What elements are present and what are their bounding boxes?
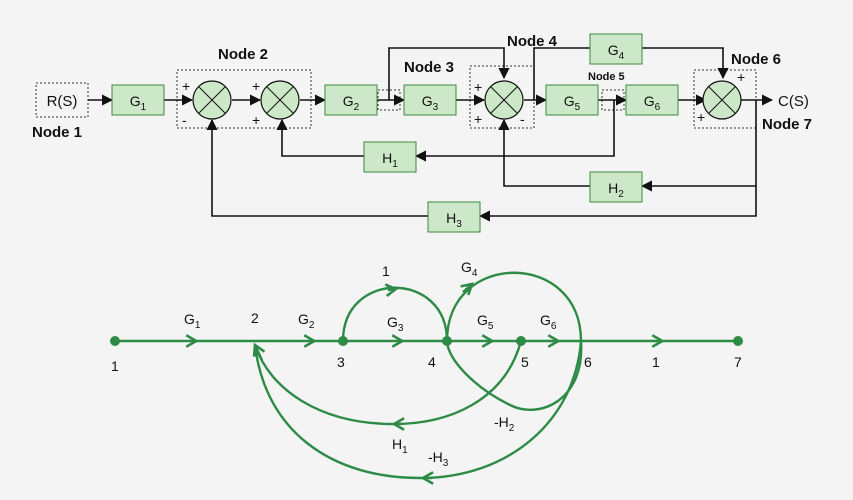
sfg-label-g3: G3 xyxy=(387,314,404,334)
sign-sj1-plus: + xyxy=(182,78,190,94)
svg-text:G4: G4 xyxy=(608,42,625,62)
block-g5: G5 xyxy=(545,84,599,116)
sfg-branch-h1 xyxy=(253,340,523,426)
block-diagram: R(S) xyxy=(32,33,812,233)
sfg-label-g4: G4 xyxy=(461,259,478,279)
block-g4: G4 xyxy=(589,33,643,65)
node-3-label: Node 3 xyxy=(404,59,454,76)
sfg-node-7 xyxy=(733,336,743,346)
sfg-node-4-label: 4 xyxy=(428,354,436,370)
block-h1: H1 xyxy=(363,141,417,173)
summing-junction-1 xyxy=(192,80,232,120)
sfg-label-unity-34: 1 xyxy=(382,263,390,279)
block-g6: G6 xyxy=(625,84,679,116)
sfg-branch-minus-h2 xyxy=(445,340,583,411)
block-h3: H3 xyxy=(427,201,481,233)
sign-sj3-minus: - xyxy=(520,111,525,127)
sfg-node-5 xyxy=(516,336,526,346)
node-5-label: Node 5 xyxy=(588,71,625,83)
sfg-label-g1: G1 xyxy=(184,311,201,331)
block-g3: G3 xyxy=(403,84,457,116)
sfg-node-4 xyxy=(442,336,452,346)
block-h2: H2 xyxy=(589,171,643,203)
sfg-label-g2: G2 xyxy=(298,311,315,331)
node-4-label: Node 4 xyxy=(507,33,558,50)
sign-sj4-plus-top: + xyxy=(737,69,745,85)
svg-text:H2: H2 xyxy=(608,180,624,200)
node-7-label: Node 7 xyxy=(762,116,812,133)
node-1-label: Node 1 xyxy=(32,124,82,141)
output-label: C(S) xyxy=(778,93,809,110)
node-6-label: Node 6 xyxy=(731,51,781,68)
sfg-node-1 xyxy=(110,336,120,346)
sfg-branch-g4 xyxy=(445,271,583,342)
svg-text:G6: G6 xyxy=(644,93,661,113)
sfg-node-3-label: 3 xyxy=(337,354,345,370)
sfg-node-1-label: 1 xyxy=(111,358,119,374)
sign-sj3-plus-bottom: + xyxy=(474,111,482,127)
sfg-label-g6: G6 xyxy=(540,312,557,332)
sfg-node-5-label: 5 xyxy=(521,354,529,370)
node-2-label: Node 2 xyxy=(218,46,268,63)
sfg-label-h1: H1 xyxy=(392,436,408,456)
svg-text:G1: G1 xyxy=(130,93,147,113)
sign-sj2-plus-bottom: + xyxy=(252,112,260,128)
sign-sj4-plus-left: + xyxy=(697,109,705,125)
sfg-node-7-label: 7 xyxy=(734,354,742,370)
sfg-label-minus-h2: -H2 xyxy=(494,414,515,434)
sign-sj1-minus: - xyxy=(182,112,187,128)
sfg-branch-minus-h3 xyxy=(253,340,583,480)
input-label: R(S) xyxy=(47,93,78,110)
summing-junction-2 xyxy=(260,80,300,120)
sign-sj2-plus-left: + xyxy=(252,78,260,94)
sfg-node-6-label: 6 xyxy=(584,354,592,370)
svg-text:H3: H3 xyxy=(446,210,462,230)
sfg-node-2-label: 2 xyxy=(251,310,259,326)
block-g2: G2 xyxy=(324,84,378,116)
svg-text:H1: H1 xyxy=(382,150,398,170)
signal-flow-graph: 1 2 3 4 5 6 7 G1 G2 G3 G4 G5 G6 1 1 H1 -… xyxy=(110,259,743,485)
summing-junction-4 xyxy=(702,80,742,120)
sfg-label-unity-67: 1 xyxy=(652,354,660,370)
sfg-label-minus-h3: -H3 xyxy=(428,449,449,469)
sfg-label-g5: G5 xyxy=(477,312,494,332)
sfg-node-3 xyxy=(338,336,348,346)
svg-text:G5: G5 xyxy=(564,93,581,113)
svg-text:G2: G2 xyxy=(343,93,360,113)
svg-text:G3: G3 xyxy=(422,93,439,113)
sign-sj3-plus-left: + xyxy=(474,79,482,95)
summing-junction-3 xyxy=(484,80,524,120)
block-g1: G1 xyxy=(111,84,165,116)
